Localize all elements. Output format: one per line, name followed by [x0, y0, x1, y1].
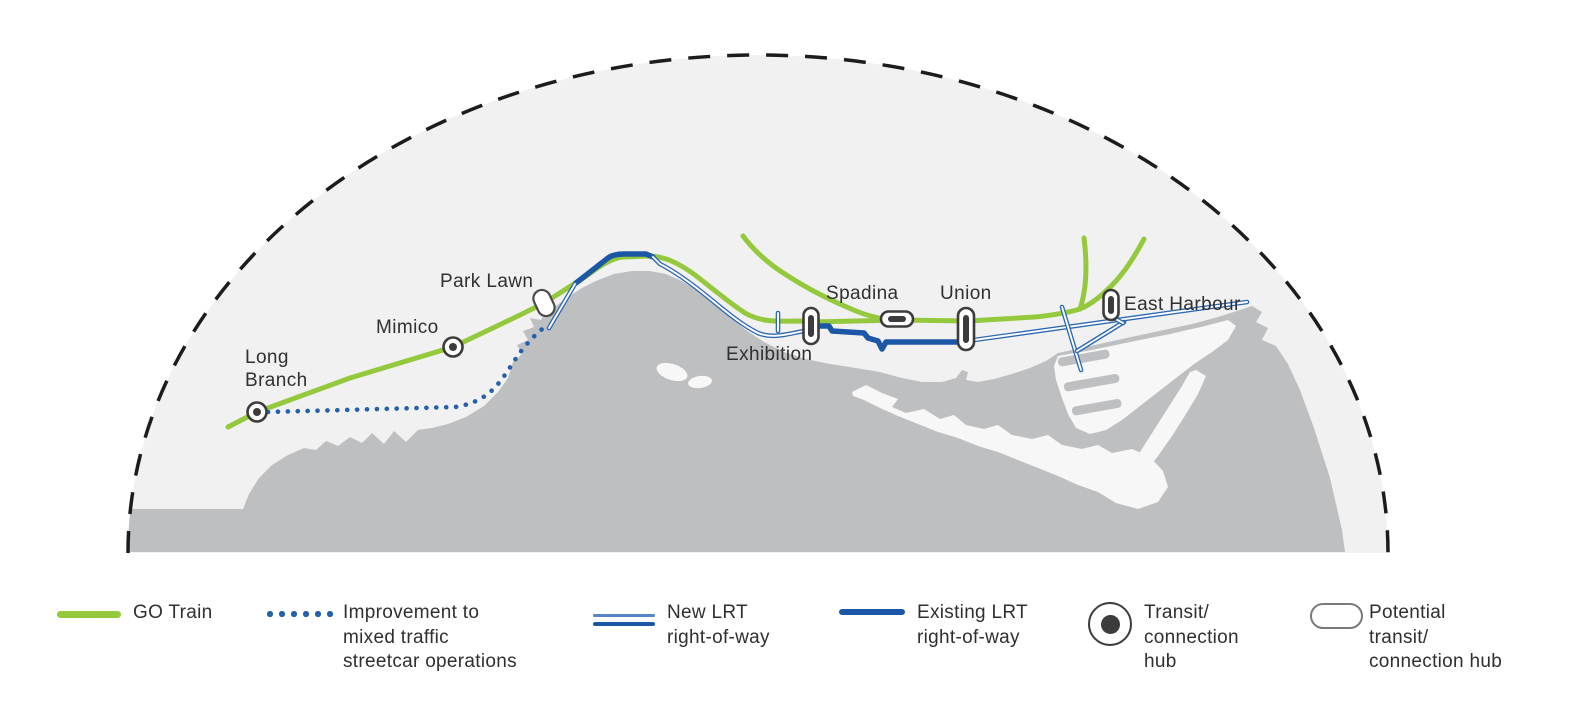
legend-item-transit-hub: Transit/ connection hub [1144, 602, 1239, 672]
legend-item-potential-hub: Potential transit/ connection hub [1369, 602, 1503, 672]
new-lrt-park-lawn-link [546, 281, 578, 331]
potential-hub-swatch-icon [1310, 603, 1363, 629]
station-label-mimico: Mimico [376, 317, 439, 338]
marker-east-harbour [1102, 288, 1120, 322]
toronto-islands [852, 385, 1168, 509]
new-lrt-shoreline-segment [650, 254, 807, 339]
marker-mimico [442, 336, 464, 358]
ontario-place [656, 362, 712, 389]
existing-lrt-queensway-segment [815, 323, 961, 352]
station-label-union: Union [940, 283, 992, 304]
legend-item-mixed-traffic: Improvement to mixed traffic streetcar o… [343, 602, 517, 672]
port-slips [1057, 349, 1122, 416]
existing-lrt-swatch-icon [839, 609, 905, 615]
go-train-line-swatch-icon [57, 611, 121, 618]
station-label-east-harbour: East Harbour [1124, 294, 1241, 315]
legend-item-existing-lrt: Existing LRT right-of-way [917, 602, 1028, 648]
legend-item-new-lrt: New LRT right-of-way [667, 602, 770, 648]
marker-exhibition [802, 306, 820, 346]
new-lrt-swatch-thin-line-icon [593, 614, 655, 617]
dotted-line-swatch-icon [267, 611, 333, 617]
leslie-spit [1120, 370, 1206, 490]
transit-hub-swatch-icon [1088, 602, 1132, 646]
go-train-branch-north [1077, 235, 1089, 312]
marker-long-branch [246, 401, 268, 423]
lake-ontario-water [128, 271, 1345, 552]
marker-spadina [879, 310, 915, 328]
go-train-line-kitchener [740, 233, 893, 323]
new-lrt-villiers-connector [1074, 319, 1127, 354]
station-label-spadina: Spadina [826, 283, 899, 304]
station-label-park-lawn: Park Lawn [440, 271, 534, 292]
streetcar-improvement-dotted-line [265, 323, 549, 415]
marker-union [956, 306, 976, 352]
humber-marsh-ponds [575, 330, 605, 352]
station-label-exhibition: Exhibition [726, 344, 813, 365]
dashed-boundary-arc [126, 53, 1390, 554]
station-label-long-branch: Long Branch [245, 347, 308, 391]
marker-park-lawn-potential [532, 288, 556, 318]
legend-item-go-train: GO Train [133, 602, 213, 623]
new-lrt-swatch-thick-line-icon [593, 622, 655, 627]
existing-lrt-humber-segment [573, 251, 656, 286]
new-lrt-cherry-segment [1059, 304, 1084, 373]
